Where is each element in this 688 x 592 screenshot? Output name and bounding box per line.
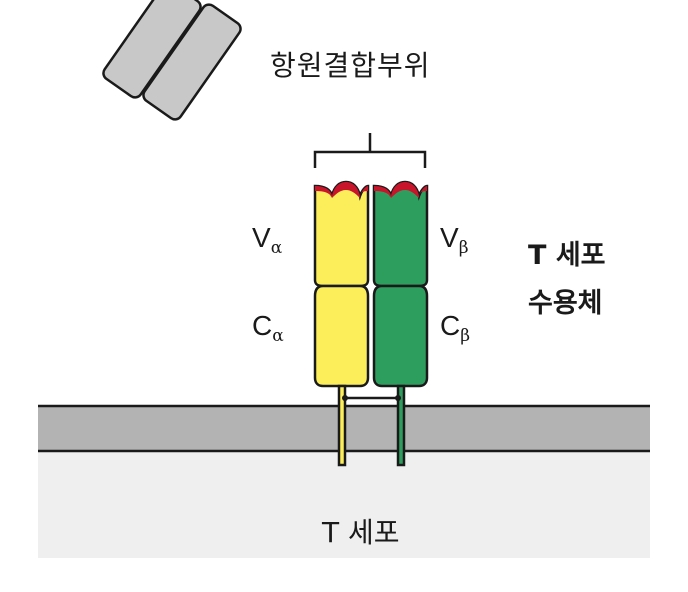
c-beta-sub: β bbox=[460, 326, 470, 346]
v-beta-domain bbox=[374, 182, 427, 286]
c-alpha-domain bbox=[315, 286, 368, 386]
v-alpha-label: Vα bbox=[252, 222, 282, 258]
v-alpha-main: V bbox=[252, 222, 271, 253]
binding-site-bracket bbox=[315, 133, 425, 168]
tcr-label: T 세포 수용체 bbox=[528, 232, 606, 328]
bond-dot-right bbox=[395, 395, 401, 401]
c-alpha-sub: α bbox=[272, 326, 283, 346]
c-beta-main: C bbox=[440, 310, 460, 341]
cell-label: T 세포 bbox=[322, 511, 400, 551]
v-beta-main: V bbox=[440, 222, 459, 253]
bond-dot-left bbox=[342, 395, 348, 401]
antibody-fragment bbox=[101, 0, 244, 122]
c-beta-domain bbox=[374, 286, 427, 386]
v-alpha-sub: α bbox=[271, 238, 282, 258]
c-alpha-label: Cα bbox=[252, 310, 284, 346]
tcr-label-line1: T 세포 bbox=[528, 232, 606, 280]
v-beta-label: Vβ bbox=[440, 222, 469, 258]
v-beta-sub: β bbox=[459, 238, 469, 258]
c-beta-label: Cβ bbox=[440, 310, 470, 346]
binding-site-label: 항원결합부위 bbox=[270, 44, 431, 84]
v-alpha-domain bbox=[315, 182, 368, 286]
tcr-label-line2: 수용체 bbox=[528, 280, 606, 328]
c-alpha-main: C bbox=[252, 310, 272, 341]
